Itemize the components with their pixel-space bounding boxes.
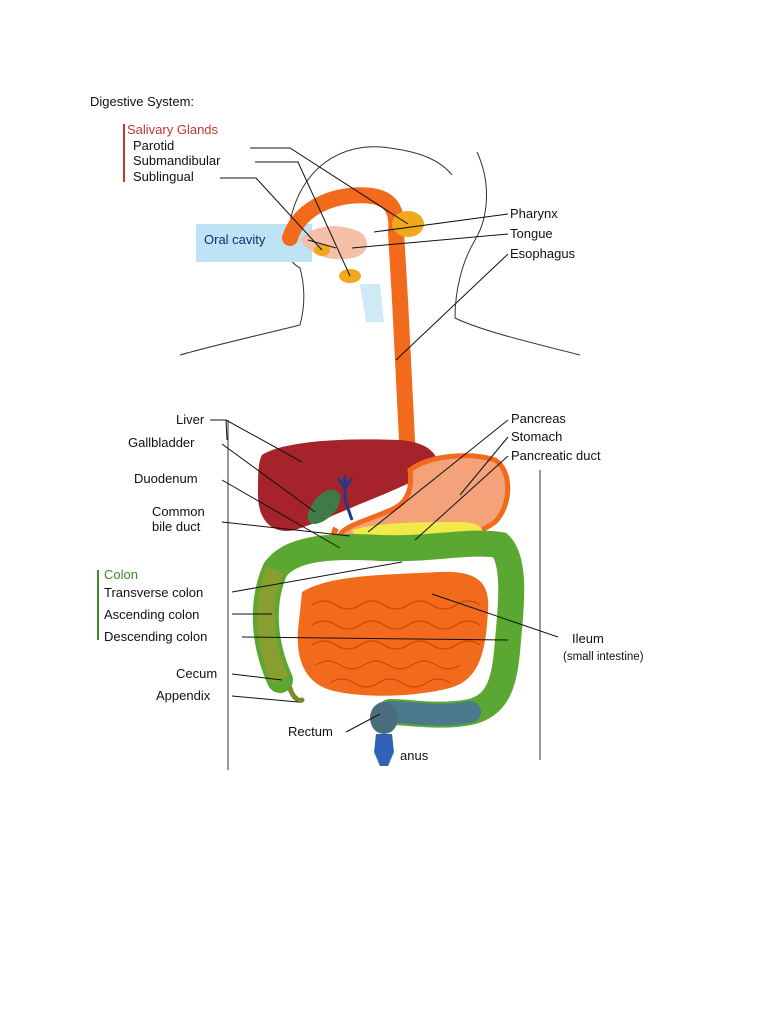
bile-duct-shape (336, 475, 354, 521)
anus-shape (374, 734, 394, 766)
transverse-colon-label: Transverse colon (104, 585, 203, 600)
oral-cavity-label: Oral cavity (204, 232, 266, 247)
appendix-shape (287, 685, 305, 703)
liver-label: Liver (176, 412, 205, 427)
parotid-label: Parotid (133, 138, 174, 153)
document-heading: Digestive System: (90, 94, 195, 109)
ascending-colon-label: Ascending colon (104, 607, 199, 622)
sublingual-label: Sublingual (133, 169, 194, 184)
common-bile-duct-label-line2: bile duct (152, 519, 201, 534)
rectum-shape (370, 702, 398, 734)
ileum-label: Ileum (572, 631, 604, 646)
trachea-shape (360, 284, 384, 322)
tongue-label: Tongue (510, 226, 553, 241)
rectum-label: Rectum (288, 724, 333, 739)
esophagus-shape (282, 187, 453, 483)
salivary-glands-title: Salivary Glands (127, 122, 219, 137)
submandibular-label: Submandibular (133, 153, 221, 168)
small-intestine-shape (297, 571, 489, 696)
body-outline (179, 146, 581, 770)
pancreas-label: Pancreas (511, 411, 566, 426)
stomach-label: Stomach (511, 429, 562, 444)
appendix-label: Appendix (156, 688, 211, 703)
gallbladder-label: Gallbladder (128, 435, 195, 450)
ileum-sublabel: (small intestine) (563, 651, 644, 663)
gallbladder-shape (307, 489, 341, 524)
cecum-label: Cecum (176, 666, 217, 681)
common-bile-duct-label-line1: Common (152, 504, 205, 519)
esophagus-label: Esophagus (510, 246, 576, 261)
anus-label: anus (400, 748, 429, 763)
colon-title: Colon (104, 567, 138, 582)
leader-lines (210, 147, 559, 733)
duodenum-label: Duodenum (134, 471, 198, 486)
pancreatic-duct-label: Pancreatic duct (511, 448, 601, 463)
descending-colon-label: Descending colon (104, 629, 207, 644)
pharynx-label: Pharynx (510, 206, 558, 221)
